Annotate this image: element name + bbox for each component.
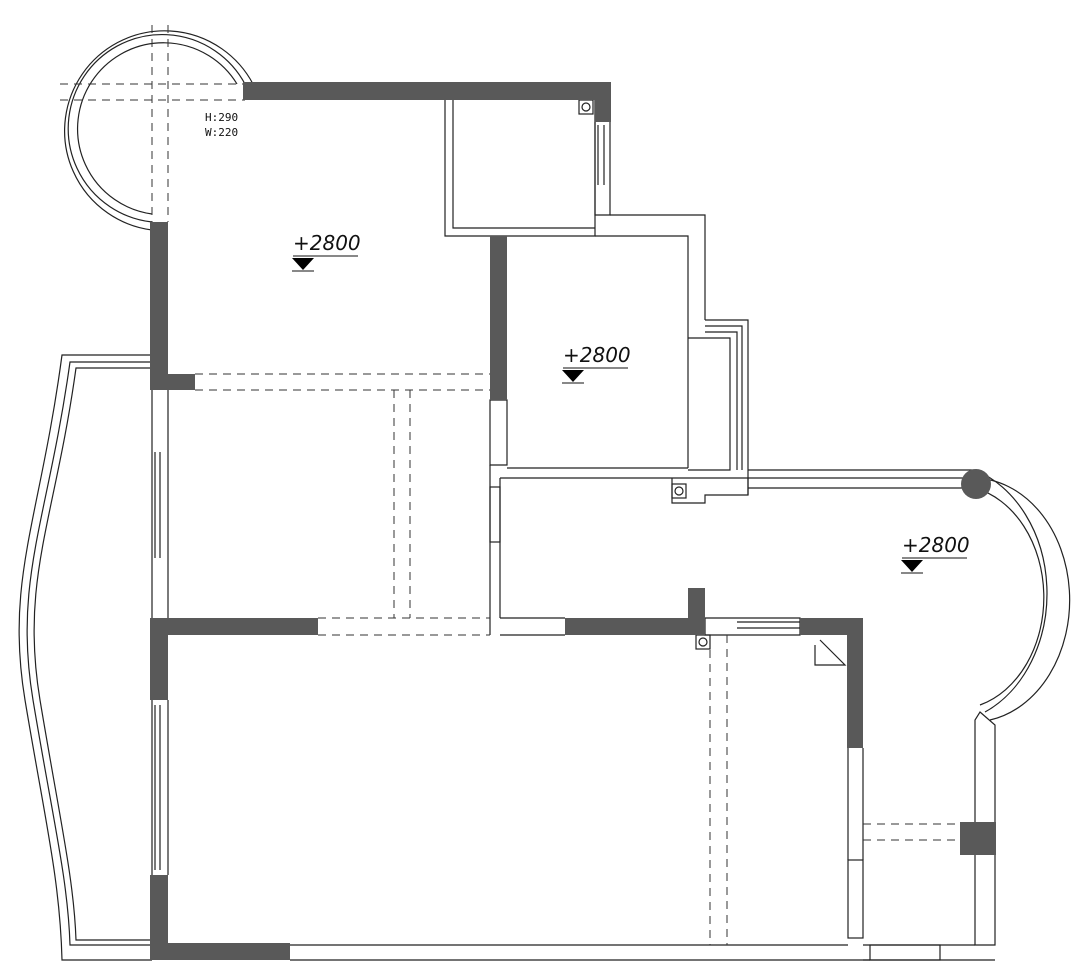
bay-inner — [688, 337, 731, 471]
wall-top-right-return — [595, 82, 611, 122]
elevation-label-3: +2800 — [902, 533, 970, 557]
wall-top — [243, 82, 611, 100]
dash-mid-horizontal — [195, 373, 490, 391]
wall-mid-stub — [688, 588, 705, 635]
corridor-left — [489, 465, 501, 635]
elevation-marker-1: +2800 — [292, 231, 361, 272]
wall-left-upper — [150, 222, 168, 390]
column-marker-2 — [671, 483, 687, 499]
dimension-width: W:220 — [205, 126, 238, 139]
left-wall-window — [151, 390, 169, 620]
thin-lines — [18, 30, 1071, 961]
dash-vertical-bay — [151, 25, 169, 222]
corridor-line — [500, 467, 688, 479]
top-right-window — [594, 122, 611, 216]
bottom-wall-lines — [290, 944, 870, 961]
window-bottom-top-pane — [737, 621, 800, 629]
small-room-inner — [452, 100, 595, 229]
left-window-pane — [154, 452, 161, 558]
round-bay-outer — [67, 34, 246, 223]
balcony-left-inner-2 — [33, 367, 152, 941]
wall-mid-bottom — [565, 618, 705, 635]
dashed-lines — [60, 25, 960, 945]
round-bay-inner-2 — [76, 42, 238, 215]
bottom-right-edge — [863, 944, 995, 961]
dash-mid-vertical — [393, 390, 411, 618]
right-curve-mid — [974, 477, 1071, 721]
solid-walls — [150, 82, 996, 960]
middle-stepped-wall — [595, 214, 706, 468]
column-marker-3-dot — [698, 637, 708, 647]
door-jamb-1 — [489, 399, 508, 466]
right-curve-inner — [974, 487, 1045, 706]
round-column — [961, 469, 991, 499]
column-marker-2-dot — [674, 486, 684, 496]
door-swing — [814, 639, 847, 666]
window-bottom-top — [704, 617, 801, 636]
elevation-label-2: +2800 — [563, 343, 631, 367]
wall-right-column — [960, 822, 996, 855]
elevation-label-1: +2800 — [293, 231, 361, 255]
column-marker-1 — [578, 99, 594, 115]
right-inner-wall — [847, 748, 864, 860]
wall-left-stub — [150, 374, 195, 390]
dash-horizontal-bay — [60, 83, 245, 101]
dash-right-vertical — [709, 635, 728, 945]
wall-bottom-section-top — [150, 618, 318, 635]
column-marker-3 — [695, 634, 711, 650]
corridor-bottom — [500, 617, 565, 636]
door-jamb-2 — [489, 486, 501, 543]
right-window — [847, 859, 864, 939]
dash-right-horizontal — [863, 823, 960, 841]
elevation-triangle-3 — [901, 560, 923, 572]
elevation-marker-2: +2800 — [562, 343, 631, 384]
elevation-marker-3: +2800 — [901, 533, 970, 574]
wall-bottom-left — [150, 943, 290, 960]
balcony-left-outer — [18, 354, 152, 961]
right-balcony-top — [748, 469, 975, 489]
left-lower-window — [151, 700, 169, 875]
right-side-wall — [974, 711, 996, 946]
column-marker-1-dot — [581, 102, 591, 112]
small-room-top — [444, 100, 596, 237]
dash-bottom-horizontal — [318, 617, 490, 636]
round-bay-inner — [64, 30, 254, 231]
dimension-height: H:290 — [205, 111, 238, 124]
bay-window-right — [705, 319, 749, 495]
right-curve-outer — [974, 469, 1048, 713]
bottom-window — [869, 944, 941, 961]
top-right-window-pane — [597, 125, 605, 185]
elevation-triangle-1 — [292, 258, 314, 270]
wall-middle-vertical — [490, 236, 507, 400]
wall-left-lower-1 — [150, 618, 168, 700]
wall-right-vertical — [847, 618, 863, 748]
elevation-triangle-2 — [562, 370, 584, 382]
wall-left-lower-2 — [150, 875, 168, 960]
balcony-left-inner — [26, 361, 152, 946]
